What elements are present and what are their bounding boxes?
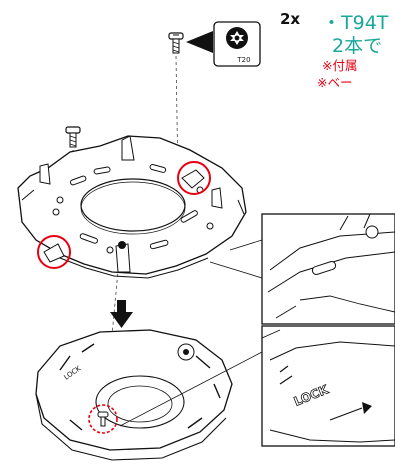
detail-inset-upper bbox=[261, 213, 395, 325]
instruction-line-2: 2本で bbox=[332, 35, 383, 57]
pointer-arrow bbox=[186, 31, 213, 53]
callout-line-lower bbox=[119, 351, 263, 427]
highlight-clip-right bbox=[177, 161, 211, 195]
screw-left bbox=[65, 126, 81, 148]
down-arrow bbox=[110, 300, 133, 328]
screw-top bbox=[168, 32, 184, 54]
torx-bit-label: T20 bbox=[237, 56, 251, 64]
screw-quantity-label: 2x bbox=[280, 10, 301, 28]
instruction-line-1: ・T94T bbox=[322, 12, 389, 34]
instruction-note-main: ・T94T 2本で bbox=[322, 12, 388, 58]
torx-bit-icon bbox=[213, 21, 261, 67]
highlight-base-screw bbox=[88, 404, 118, 434]
instruction-subnote-1: ※付属 bbox=[322, 58, 358, 73]
callout-line-upper bbox=[209, 261, 263, 279]
base-unit: LOCK bbox=[35, 329, 233, 461]
instruction-subnote-2: ※ベー bbox=[317, 75, 353, 90]
mounting-plate bbox=[17, 135, 247, 279]
detail-inset-lower: LOCK bbox=[261, 325, 395, 447]
callout-line-upper-2 bbox=[229, 239, 263, 251]
highlight-clip-left bbox=[37, 235, 71, 269]
